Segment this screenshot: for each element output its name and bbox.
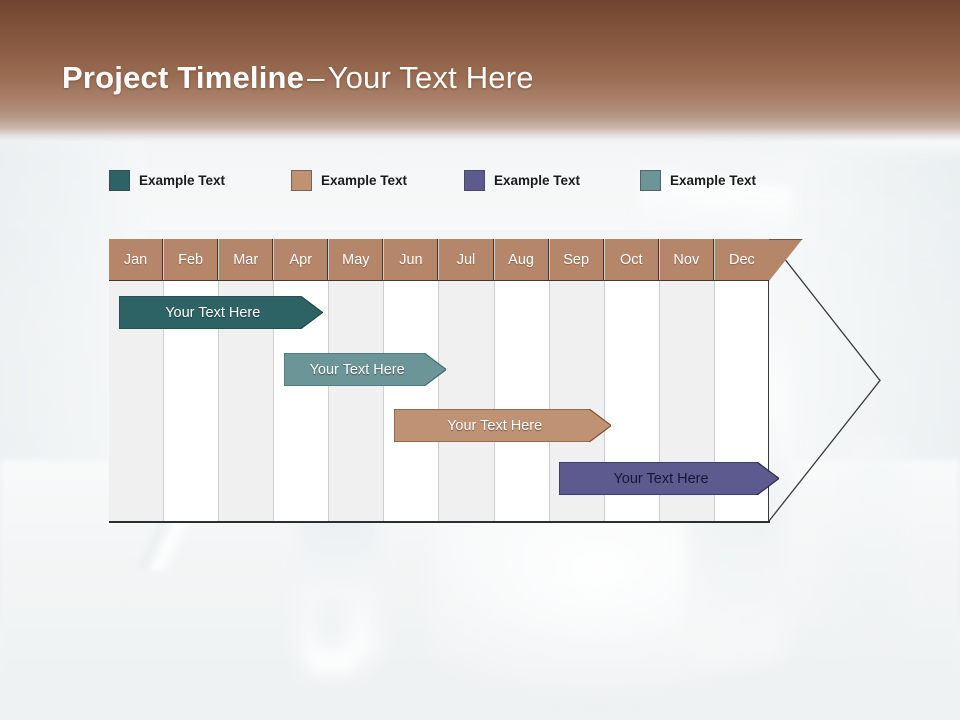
task-bar-shape-2	[284, 353, 447, 386]
month-header-mar[interactable]: Mar	[219, 239, 274, 280]
title-dash: –	[307, 60, 325, 95]
legend-swatch-icon-4	[640, 170, 661, 191]
month-header-apr[interactable]: Apr	[274, 239, 329, 280]
title-strong: Project Timeline	[62, 60, 305, 95]
task-bar-label-2: Your Text Here	[309, 361, 405, 378]
legend: Example Text Example Text Example Text Exam…	[109, 170, 809, 194]
month-column-feb: Feb	[164, 239, 220, 522]
legend-label-3: Example Text	[494, 173, 581, 188]
legend-label-2: Example Text	[321, 173, 408, 188]
month-column-dec: Dec	[714, 239, 769, 522]
timeline-arrow-head	[769, 239, 881, 522]
page-title: Project Timeline–Your Text Here	[62, 60, 534, 96]
month-header-aug[interactable]: Aug	[494, 239, 549, 280]
month-header-jan[interactable]: Jan	[109, 239, 164, 280]
legend-label-4: Example Text	[670, 173, 757, 188]
month-column-aug: Aug	[494, 239, 550, 522]
task-bar-1[interactable]: Your Text Here	[119, 296, 323, 329]
header-underline	[109, 280, 769, 281]
legend-item-2[interactable]: Example Text	[291, 170, 407, 191]
task-bar-4[interactable]: Your Text Here	[559, 462, 779, 495]
title-banner	[0, 0, 960, 142]
timeline-bottom-border	[109, 521, 770, 523]
month-header-may[interactable]: May	[329, 239, 384, 280]
month-header-sep[interactable]: Sep	[549, 239, 604, 280]
legend-swatch-icon-3	[464, 170, 485, 191]
month-header-oct[interactable]: Oct	[604, 239, 659, 280]
legend-item-4[interactable]: Example Text	[640, 170, 756, 191]
task-bar-label-4: Your Text Here	[613, 470, 709, 487]
task-bar-shape-4	[559, 462, 779, 495]
month-column-jul: Jul	[439, 239, 495, 522]
month-header-feb[interactable]: Feb	[164, 239, 219, 280]
task-bar-shape-1	[119, 296, 323, 329]
legend-item-1[interactable]: Example Text	[109, 170, 225, 191]
background-figure-shoe	[306, 650, 358, 674]
month-column-mar: Mar	[219, 239, 275, 522]
task-bar-label-3: Your Text Here	[447, 417, 543, 434]
month-header-jul[interactable]: Jul	[439, 239, 494, 280]
background-figure-walking-c	[840, 440, 910, 640]
month-header-jun[interactable]: Jun	[384, 239, 439, 280]
month-column-jun: Jun	[384, 239, 440, 522]
legend-label-1: Example Text	[139, 173, 226, 188]
task-bar-shape-3	[394, 409, 612, 442]
task-bar-2[interactable]: Your Text Here	[284, 353, 447, 386]
title-light: Your Text Here	[327, 60, 534, 95]
month-column-jan: Jan	[109, 239, 165, 522]
task-bar-3[interactable]: Your Text Here	[394, 409, 612, 442]
month-header-nov[interactable]: Nov	[659, 239, 714, 280]
month-column-oct: Oct	[604, 239, 660, 522]
legend-item-3[interactable]: Example Text	[464, 170, 580, 191]
task-bar-label-1: Your Text Here	[165, 304, 261, 321]
month-header-dec[interactable]: Dec	[714, 239, 769, 280]
legend-swatch-icon-2	[291, 170, 312, 191]
legend-swatch-icon-1	[109, 170, 130, 191]
